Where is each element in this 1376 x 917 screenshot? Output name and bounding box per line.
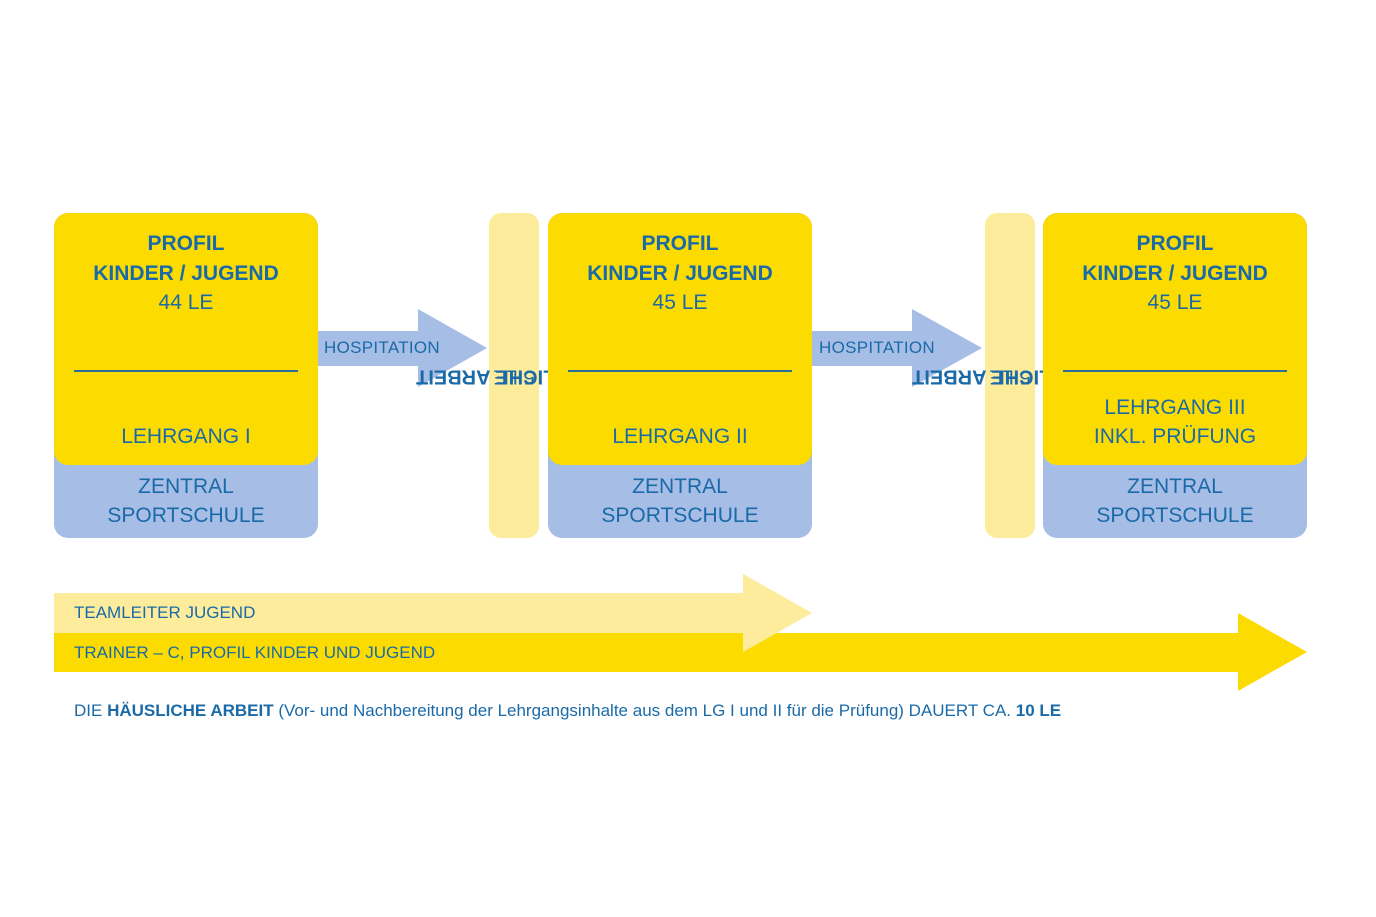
module-venue: ZENTRAL SPORTSCHULE	[54, 472, 318, 530]
hospitation-label-1: HOSPITATION	[324, 338, 441, 357]
module-profile-panel: PROFIL KINDER / JUGEND 45 LE LEHRGANG II	[548, 213, 812, 465]
module-profile-panel: PROFIL KINDER / JUGEND 44 LE LEHRGANG I	[54, 213, 318, 465]
venue-line1: ZENTRAL	[138, 475, 234, 498]
venue-line2: SPORTSCHULE	[107, 504, 265, 527]
module-lehrgang-3: PROFIL KINDER / JUGEND 45 LE LEHRGANG II…	[1043, 213, 1307, 538]
venue-line1: ZENTRAL	[1127, 475, 1223, 498]
teamleiter-band-arrow	[54, 574, 812, 652]
divider	[568, 370, 792, 372]
footnote-bold-value: 10 LE	[1015, 701, 1062, 720]
module-lehrgang-1: PROFIL KINDER / JUGEND 44 LE LEHRGANG I …	[54, 213, 318, 538]
module-title-line2: KINDER / JUGEND	[587, 262, 773, 285]
homework-bar-2: HÄUSLICHE ARBEIT 5 LE	[912, 213, 1108, 538]
module-title-line2: KINDER / JUGEND	[1082, 262, 1268, 285]
module-title-line1: PROFIL	[1136, 232, 1214, 255]
module-venue: ZENTRAL SPORTSCHULE	[548, 472, 812, 530]
hospitation-arrow-1	[318, 309, 487, 387]
module-venue: ZENTRAL SPORTSCHULE	[1043, 472, 1307, 530]
hospitation-arrow-2	[812, 309, 982, 387]
divider	[74, 370, 298, 372]
module-course-line1: LEHRGANG III	[1104, 396, 1246, 419]
module-course: LEHRGANG II	[612, 425, 748, 448]
footnote-bold-term: HÄUSLICHE ARBEIT	[107, 701, 274, 720]
module-units: 45 LE	[1147, 291, 1203, 314]
divider	[1063, 370, 1287, 372]
module-title-line2: KINDER / JUGEND	[93, 262, 279, 285]
venue-line2: SPORTSCHULE	[601, 504, 759, 527]
footnote-prefix: DIE	[74, 701, 108, 720]
module-title-line1: PROFIL	[147, 232, 225, 255]
trainer-band-label: TRAINER – C, PROFIL KINDER UND JUGEND	[74, 643, 436, 662]
trainer-band-arrow	[54, 613, 1307, 691]
hospitation-label-2: HOSPITATION	[819, 338, 936, 357]
module-course: LEHRGANG I	[121, 425, 251, 448]
venue-line2: SPORTSCHULE	[1096, 504, 1254, 527]
module-title-line1: PROFIL	[641, 232, 719, 255]
venue-line1: ZENTRAL	[632, 475, 728, 498]
module-profile-panel: PROFIL KINDER / JUGEND 45 LE LEHRGANG II…	[1043, 213, 1307, 465]
homework-units: 5 LE	[989, 365, 1031, 387]
module-lehrgang-2: PROFIL KINDER / JUGEND 45 LE LEHRGANG II…	[548, 213, 812, 538]
module-course-line2: INKL. PRÜFUNG	[1093, 425, 1257, 448]
homework-bar-1: HÄUSLICHE ARBEIT 5 LE	[416, 213, 612, 538]
homework-units: 5 LE	[493, 365, 535, 387]
footnote-middle: (Vor- und Nachbereitung der Lehrgangsinh…	[273, 701, 1016, 720]
module-units: 45 LE	[652, 291, 708, 314]
teamleiter-band-label: TEAMLEITER JUGEND	[74, 603, 256, 622]
footnote: DIE HÄUSLICHE ARBEIT (Vor- und Nachberei…	[74, 701, 1061, 721]
module-units: 44 LE	[158, 291, 214, 314]
